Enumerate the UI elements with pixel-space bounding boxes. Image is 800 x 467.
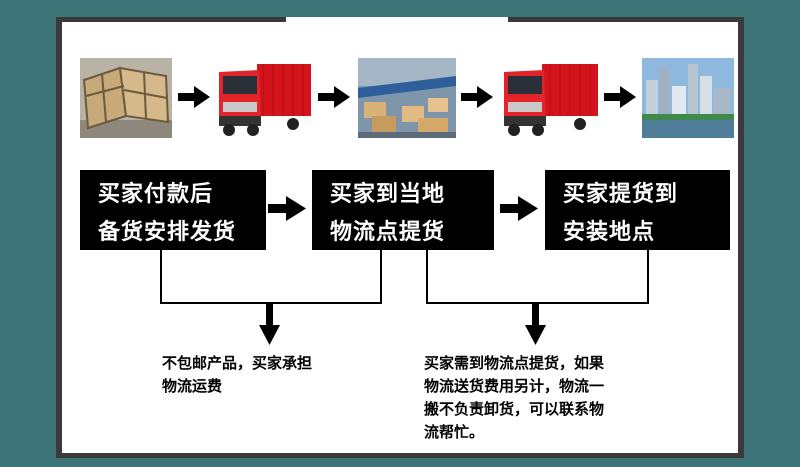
- arrow-right-icon: [500, 196, 538, 221]
- note-line: 搬不负责卸货，可以联系物: [424, 400, 605, 418]
- flow-box-line: 买家付款后: [98, 182, 214, 207]
- arrow-right-icon: [178, 86, 210, 108]
- note-pickup: 买家需到物流点提货，如果 物流送货费用另计，物流一 搬不负责卸货，可以联系物 流…: [424, 352, 604, 444]
- arrow-right-icon: [268, 196, 306, 221]
- note-line: 物流运费: [162, 377, 223, 395]
- truck-photo: [500, 58, 598, 138]
- note-line: 物流送货费用另计，物流一: [424, 377, 605, 395]
- frame-top-gap: [286, 17, 508, 23]
- note-line: 不包邮产品，买家承担: [162, 354, 313, 372]
- note-line: 买家需到物流点提货，如果: [424, 354, 605, 372]
- flow-box-pickup: 买家到当地 物流点提货: [312, 170, 494, 250]
- flow-box-line: 物流点提货: [330, 220, 446, 245]
- flow-box-line: 备货安排发货: [98, 220, 237, 245]
- flow-box-ship: 买家付款后 备货安排发货: [80, 170, 266, 250]
- flow-box-line: 买家提货到: [563, 182, 679, 207]
- note-shipping-fee: 不包邮产品，买家承担 物流运费: [162, 352, 312, 398]
- truck-photo: [213, 58, 313, 138]
- flow-box-line: 买家到当地: [330, 182, 446, 207]
- flow-box-line: 安装地点: [563, 220, 656, 245]
- flow-box-install: 买家提货到 安装地点: [545, 170, 730, 250]
- arrow-right-icon: [318, 86, 350, 108]
- city-photo: [642, 58, 734, 138]
- arrow-down-icon: [525, 303, 546, 345]
- arrow-right-icon: [461, 86, 493, 108]
- bracket-right: [426, 250, 649, 304]
- bracket-left: [160, 250, 382, 304]
- warehouse-photo: [358, 58, 456, 138]
- note-line: 流帮忙。: [424, 423, 485, 441]
- arrow-right-icon: [604, 86, 636, 108]
- arrow-down-icon: [259, 303, 280, 345]
- crates-photo: [80, 58, 172, 138]
